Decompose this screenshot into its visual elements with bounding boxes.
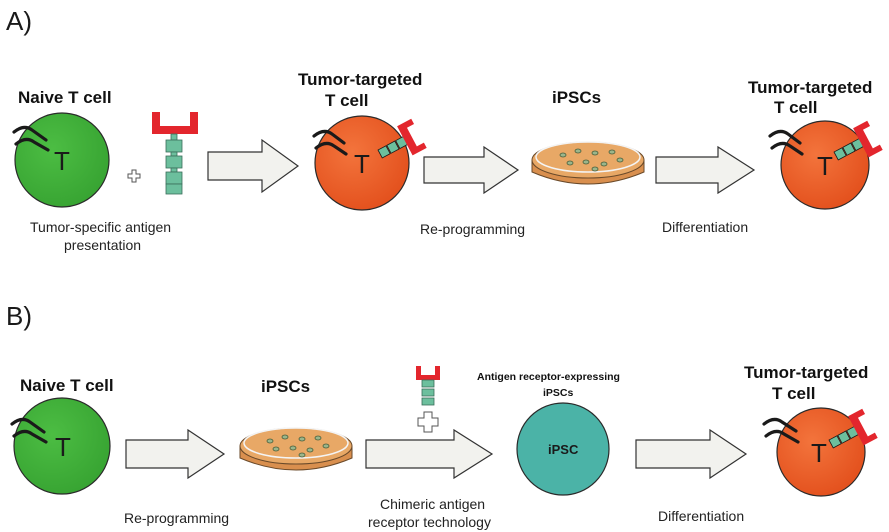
tumor-cell-b-title-line1: Tumor-targeted [744,363,868,382]
caption-differentiation-a: Differentiation [662,219,748,235]
block-arrow-icon [125,428,226,480]
petri-dish-icon [239,427,353,471]
antigen-ipscs-title-line1: Antigen receptor-expressing [477,371,620,383]
ipsc-cell-label: iPSC [548,442,579,457]
antigen-receptor-icon [152,112,198,195]
naive-t-cell: T [12,112,110,208]
caption-antigen-presentation-line2: presentation [64,237,141,253]
tumor-cell-b-title-line2: T cell [772,384,815,403]
naive-t-cell-title: Naive T cell [18,88,112,107]
block-arrow-icon [655,145,756,195]
tumor-targeted-t-cell-2: T [768,120,883,210]
block-arrow-icon [423,145,520,195]
car-receptor-icon [828,408,878,449]
car-receptor-icon [377,118,427,159]
caption-car-technology-line1: Chimeric antigen [380,496,485,512]
naive-cell-b-letter: T [55,432,71,462]
petri-dish-icon [531,141,645,185]
caption-reprogramming-b: Re-programming [124,510,229,526]
antigen-receptor-icon [416,366,440,406]
caption-differentiation-b: Differentiation [658,508,744,524]
panel-b: B) Naive T cell T iPSCs [6,301,878,530]
tcr-receptor-icon [12,125,50,152]
caption-reprogramming-a: Re-programming [420,221,525,237]
caption-car-technology-line2: receptor technology [368,514,491,530]
ipscs-title-a: iPSCs [552,88,601,107]
ipsc-cell: iPSC [516,402,610,496]
panel-a: A) Naive T cell T [6,6,883,253]
tumor-cell-1-title-line1: Tumor-targeted [298,70,422,89]
tumor-cell-1-title-line2: T cell [325,91,368,110]
tumor-targeted-t-cell-b: T [762,407,878,497]
tumor-cell-2-title-line2: T cell [774,98,817,117]
block-arrow-icon [635,428,748,480]
naive-t-cell-b: T [10,397,111,495]
tumor-cell-2-letter: T [817,151,833,181]
naive-t-cell-title-b: Naive T cell [20,376,114,395]
tumor-targeted-t-cell-1: T [312,115,427,211]
tcr-receptor-icon [312,129,348,156]
naive-cell-letter: T [54,146,70,176]
block-arrow-icon [365,428,494,480]
panel-a-label: A) [6,6,32,36]
tumor-cell-b-letter: T [811,438,827,468]
tcr-receptor-icon [768,129,804,156]
tcr-receptor-icon [762,417,800,444]
ipscs-title-b: iPSCs [261,377,310,396]
tumor-cell-2-title-line1: Tumor-targeted [748,78,872,97]
tcr-receptor-icon [10,417,48,444]
tumor-cell-1-letter: T [354,149,370,179]
plus-icon [127,169,141,183]
antigen-ipscs-title-line2: iPSCs [543,387,574,399]
panel-b-label: B) [6,301,32,331]
block-arrow-icon [207,138,300,194]
plus-icon [417,411,439,433]
caption-antigen-presentation-line1: Tumor-specific antigen [30,219,171,235]
